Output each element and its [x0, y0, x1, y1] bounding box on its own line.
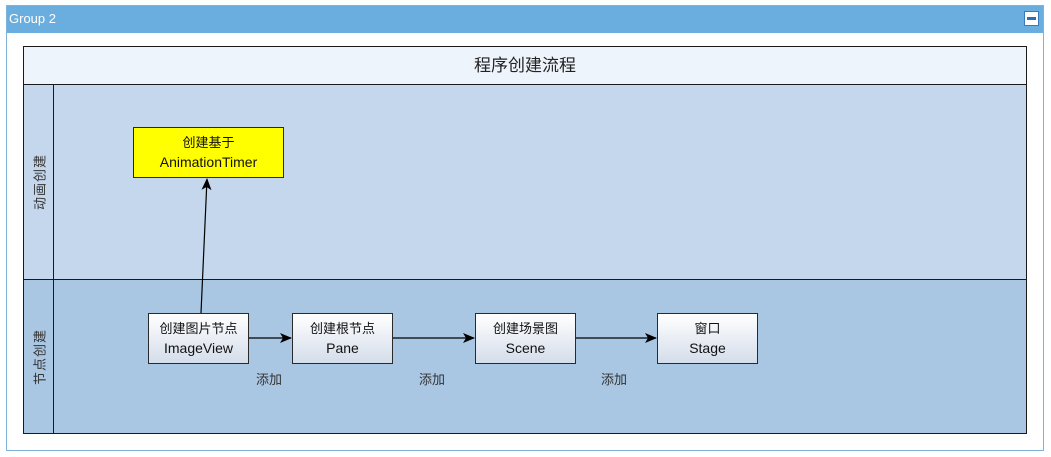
node-scene-line1: 创建场景图 — [492, 321, 558, 337]
lane-header-animation: 动画创建 — [24, 85, 54, 279]
node-stage-line1: 窗口 — [694, 321, 721, 337]
node-image-view[interactable]: 创建图片节点 ImageView — [148, 313, 249, 364]
lane-label-animation: 动画创建 — [33, 153, 48, 211]
node-scene-line2: Scene — [505, 339, 546, 356]
node-image-view-line2: ImageView — [163, 339, 233, 356]
group-header[interactable]: Group 2 — [7, 6, 1043, 33]
pool-title: 程序创建流程 — [24, 47, 1026, 85]
group-title: Group 2 — [9, 11, 56, 26]
node-pane[interactable]: 创建根节点 Pane — [292, 313, 393, 364]
node-animation-timer[interactable]: 创建基于 AnimationTimer — [133, 127, 284, 178]
lane-animation: 动画创建 — [24, 85, 1026, 280]
minus-icon — [1027, 17, 1036, 20]
lane-header-nodes: 节点创建 — [24, 280, 54, 433]
node-image-view-line1: 创建图片节点 — [159, 321, 238, 337]
node-animation-timer-line2: AnimationTimer — [159, 153, 258, 170]
lane-label-nodes: 节点创建 — [33, 328, 48, 385]
node-stage[interactable]: 窗口 Stage — [657, 313, 758, 364]
node-stage-line2: Stage — [689, 339, 726, 356]
node-scene[interactable]: 创建场景图 Scene — [475, 313, 576, 364]
collapse-button[interactable] — [1024, 11, 1039, 26]
node-animation-timer-line1: 创建基于 — [182, 135, 235, 151]
node-pane-line1: 创建根节点 — [309, 321, 375, 337]
edge-label-add-2: 添加 — [419, 373, 446, 388]
edge-label-add-3: 添加 — [601, 373, 628, 388]
swimlane-pool: 程序创建流程 动画创建 节点创建 — [23, 46, 1027, 434]
node-pane-line2: Pane — [326, 339, 359, 356]
edge-label-add-1: 添加 — [256, 373, 283, 388]
